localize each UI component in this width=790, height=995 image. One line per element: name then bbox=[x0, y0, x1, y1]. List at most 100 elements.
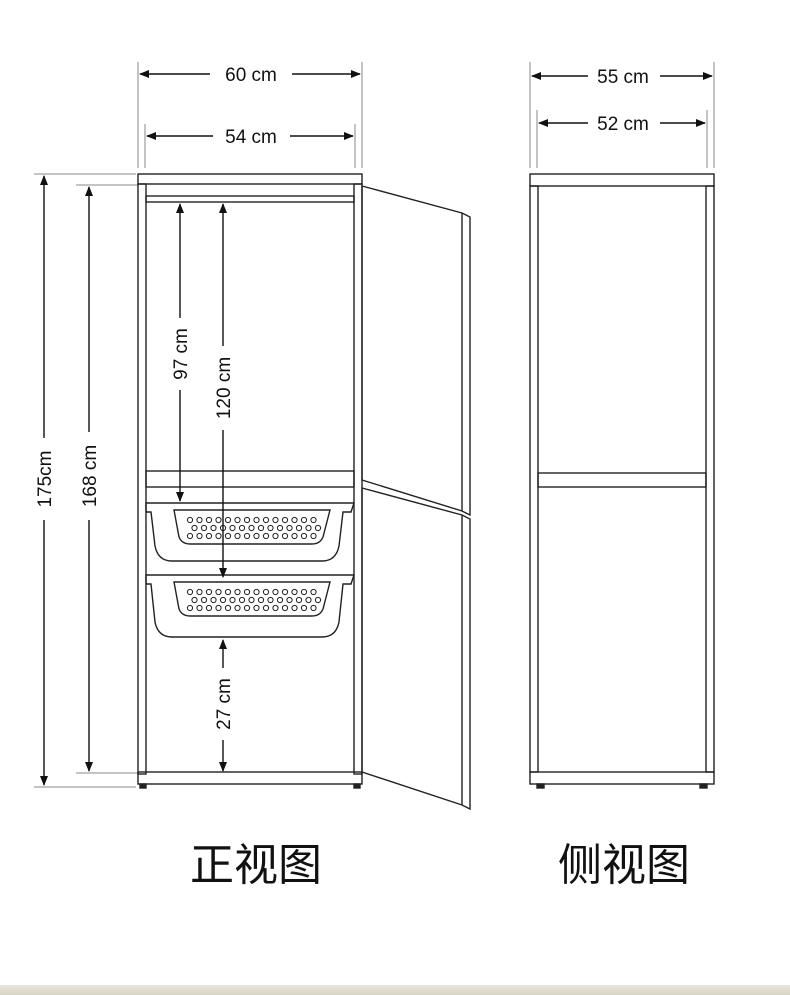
basket-hole bbox=[272, 588, 279, 596]
basket-hole bbox=[186, 532, 194, 540]
side-top-panel bbox=[529, 173, 715, 187]
basket-hole bbox=[205, 532, 213, 540]
bottom-space-height-label: 27 cm bbox=[214, 678, 235, 730]
cabinet-rail bbox=[145, 195, 355, 203]
basket-hole bbox=[272, 516, 279, 524]
basket-hole bbox=[276, 596, 284, 604]
basket-hole bbox=[238, 596, 246, 604]
basket-hole bbox=[224, 604, 232, 612]
basket-hole bbox=[291, 588, 298, 596]
basket-hole bbox=[305, 524, 312, 532]
basket-hole bbox=[196, 516, 203, 524]
basket-hole bbox=[224, 588, 232, 596]
cabinet-left-side bbox=[137, 183, 147, 775]
basket-hole bbox=[248, 524, 255, 532]
basket-hole bbox=[300, 604, 308, 612]
basket-hole bbox=[210, 596, 217, 604]
basket-hole bbox=[224, 532, 232, 540]
basket-hole bbox=[243, 516, 251, 524]
basket-hole bbox=[295, 524, 303, 532]
basket-hole bbox=[238, 524, 246, 532]
basket-hole bbox=[305, 596, 312, 604]
basket-hole bbox=[234, 604, 241, 612]
basket-hole bbox=[215, 532, 222, 540]
side-view-caption: 侧视图 bbox=[558, 840, 690, 891]
front-outer-width-label: 60 cm bbox=[225, 65, 277, 86]
basket-hole bbox=[253, 588, 260, 596]
side-view bbox=[529, 62, 715, 789]
basket-hole bbox=[191, 596, 198, 604]
basket-hole bbox=[286, 524, 293, 532]
basket-hole bbox=[229, 596, 236, 604]
basket-hole bbox=[219, 596, 227, 604]
basket-hole bbox=[215, 588, 222, 596]
basket-hole bbox=[186, 516, 194, 524]
basket-hole bbox=[205, 604, 213, 612]
basket-hole bbox=[262, 588, 270, 596]
basket-hole bbox=[281, 604, 289, 612]
basket-hole bbox=[314, 524, 322, 532]
basket-hole bbox=[257, 524, 265, 532]
basket-hole bbox=[229, 524, 236, 532]
basket-hole bbox=[295, 596, 303, 604]
side-front bbox=[705, 185, 715, 773]
basket-hole bbox=[262, 532, 270, 540]
basket-hole bbox=[196, 532, 203, 540]
basket-hole bbox=[291, 532, 298, 540]
upper-inner-height-label: 97 cm bbox=[171, 328, 192, 380]
basket-hole bbox=[262, 604, 270, 612]
front-view bbox=[34, 62, 471, 811]
basket-hole bbox=[234, 588, 241, 596]
basket-hole bbox=[272, 604, 279, 612]
basket-hole bbox=[272, 532, 279, 540]
basket-hole bbox=[196, 604, 203, 612]
front-body-height-label: 168 cm bbox=[80, 445, 101, 507]
basket-hole bbox=[253, 532, 260, 540]
basket-hole bbox=[257, 596, 265, 604]
basket-hole bbox=[215, 516, 222, 524]
basket-hole bbox=[267, 524, 274, 532]
basket-hole bbox=[281, 588, 289, 596]
basket-hole bbox=[191, 524, 198, 532]
cabinet-bottom-panel bbox=[137, 771, 363, 785]
upper-door bbox=[361, 185, 471, 517]
basket-hole bbox=[300, 588, 308, 596]
basket-hole bbox=[281, 516, 289, 524]
front-inner-width-label: 54 cm bbox=[225, 127, 277, 148]
basket-hole bbox=[205, 588, 213, 596]
front-view-caption: 正视图 bbox=[190, 840, 322, 891]
basket-hole bbox=[310, 604, 317, 612]
basket-hole bbox=[215, 604, 222, 612]
basket-hole bbox=[300, 516, 308, 524]
basket-hole bbox=[314, 596, 322, 604]
basket-hole bbox=[310, 588, 317, 596]
basket-hole bbox=[234, 516, 241, 524]
basket-hole bbox=[224, 516, 232, 524]
basket-hole bbox=[291, 604, 298, 612]
side-middle-shelf bbox=[537, 472, 707, 488]
basket-hole bbox=[210, 524, 217, 532]
basket-hole bbox=[186, 604, 194, 612]
basket-hole bbox=[276, 524, 284, 532]
basket-hole bbox=[291, 516, 298, 524]
basket-hole bbox=[248, 596, 255, 604]
bottom-band bbox=[0, 985, 790, 995]
basket-hole bbox=[310, 516, 317, 524]
side-bottom-panel bbox=[529, 771, 715, 785]
cabinet-right-side bbox=[353, 183, 363, 775]
side-back bbox=[529, 185, 539, 773]
basket-hole bbox=[286, 596, 293, 604]
front-total-height-label: 175cm bbox=[35, 450, 56, 507]
basket-hole bbox=[243, 532, 251, 540]
basket-hole bbox=[281, 532, 289, 540]
basket-hole bbox=[196, 588, 203, 596]
basket-hole bbox=[234, 532, 241, 540]
basket-hole bbox=[310, 532, 317, 540]
cabinet-middle-shelf bbox=[145, 470, 355, 488]
basket-hole bbox=[243, 588, 251, 596]
side-outer-depth-label: 55 cm bbox=[597, 67, 649, 88]
basket-hole bbox=[253, 604, 260, 612]
lower-door bbox=[361, 487, 471, 811]
basket-hole bbox=[300, 532, 308, 540]
